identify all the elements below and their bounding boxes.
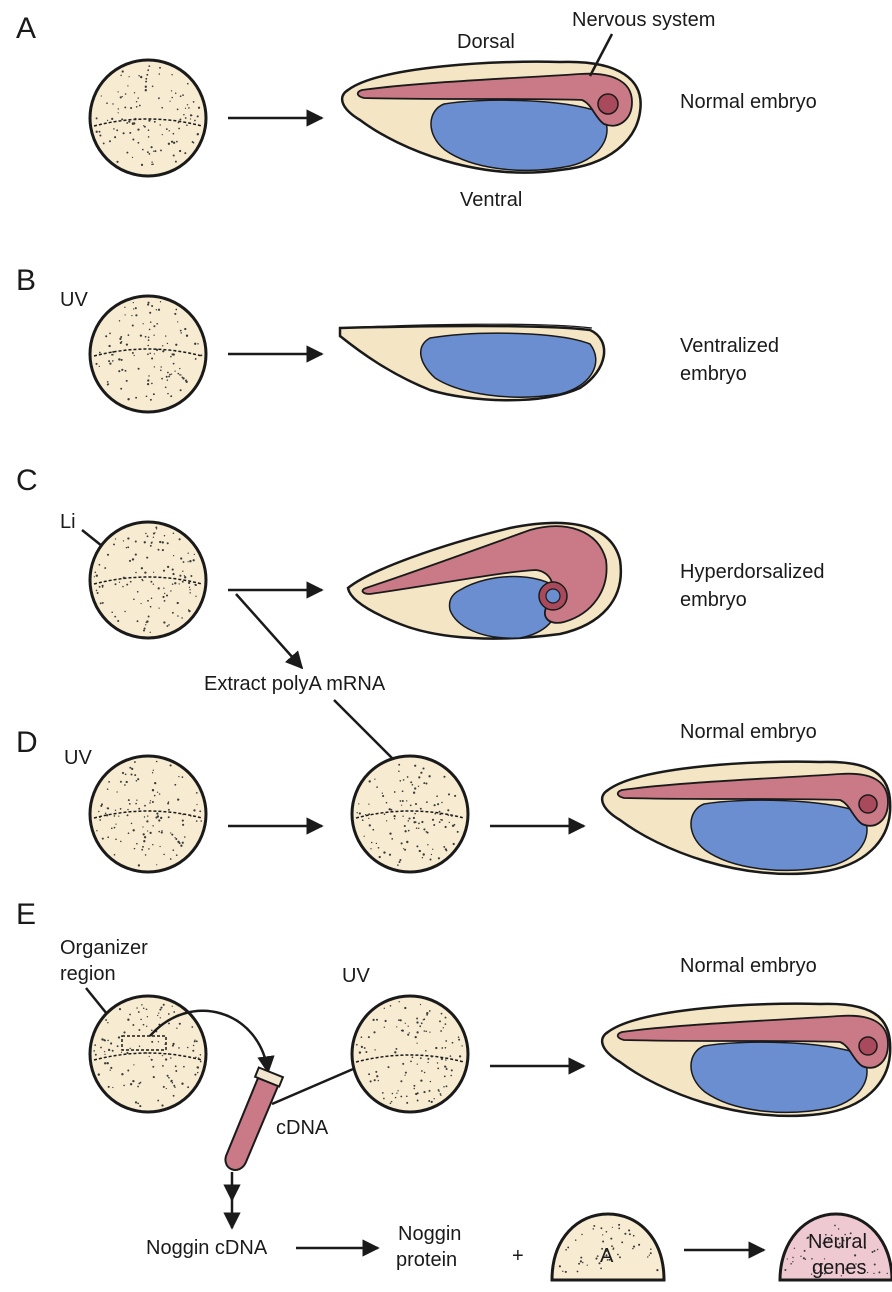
label-noggin-protein-1: Noggin — [398, 1223, 461, 1245]
panel-d: D UV Normal embryo — [16, 700, 890, 874]
label-ventral: Ventral — [460, 189, 522, 211]
label-normal-embryo-d: Normal embryo — [680, 721, 817, 743]
label-organizer-2: region — [60, 963, 116, 985]
label-neural-1: Neural — [808, 1231, 867, 1253]
normal-tadpole-d — [602, 762, 890, 874]
label-extract-mrna: Extract polyA mRNA — [204, 673, 386, 695]
cdna-tube — [225, 1067, 283, 1169]
egg-a — [90, 60, 206, 176]
egg-b — [90, 296, 206, 412]
label-animal-cap: A — [600, 1245, 614, 1267]
panel-c: C Li Hyperdorsalized embryo Extract poly… — [16, 464, 825, 695]
label-organizer-1: Organizer — [60, 937, 148, 959]
panel-c-letter: C — [16, 464, 38, 497]
panel-a: A Dorsal Nervous system Ventral Normal e… — [16, 9, 817, 211]
label-neural-2: genes — [812, 1257, 867, 1279]
label-ventralized-1: Ventralized — [680, 335, 779, 357]
panel-b: B UV Ventralized embryo — [16, 264, 779, 412]
label-hyperdorsalized-2: embryo — [680, 589, 747, 611]
label-normal-embryo-a: Normal embryo — [680, 91, 817, 113]
label-li: Li — [60, 511, 76, 533]
panel-a-letter: A — [16, 12, 36, 45]
normal-tadpole-e — [602, 1004, 890, 1116]
label-uv-d: UV — [64, 747, 92, 769]
label-ventralized-2: embryo — [680, 363, 747, 385]
label-noggin-protein-2: protein — [396, 1249, 457, 1271]
label-uv-b: UV — [60, 289, 88, 311]
hyperdorsalized-tadpole — [348, 523, 621, 639]
label-plus: + — [512, 1245, 524, 1267]
label-dorsal: Dorsal — [457, 31, 515, 53]
arrow-c-extract — [236, 594, 302, 668]
egg-d1 — [90, 756, 206, 872]
normal-tadpole-a — [342, 62, 640, 173]
label-noggin-cdna: Noggin cDNA — [146, 1237, 268, 1259]
label-hyperdorsalized-1: Hyperdorsalized — [680, 561, 825, 583]
egg-e2 — [352, 996, 468, 1112]
egg-d2 — [352, 756, 468, 872]
ventralized-tadpole — [340, 324, 604, 400]
label-uv-e: UV — [342, 965, 370, 987]
panel-d-letter: D — [16, 726, 38, 759]
label-nervous-system: Nervous system — [572, 9, 715, 31]
panel-e-letter: E — [16, 898, 36, 931]
label-normal-embryo-e: Normal embryo — [680, 955, 817, 977]
egg-c — [90, 522, 206, 638]
panel-b-letter: B — [16, 264, 36, 297]
label-cdna: cDNA — [276, 1117, 329, 1139]
panel-e: E Organizer region cDNA UV No — [16, 898, 892, 1280]
